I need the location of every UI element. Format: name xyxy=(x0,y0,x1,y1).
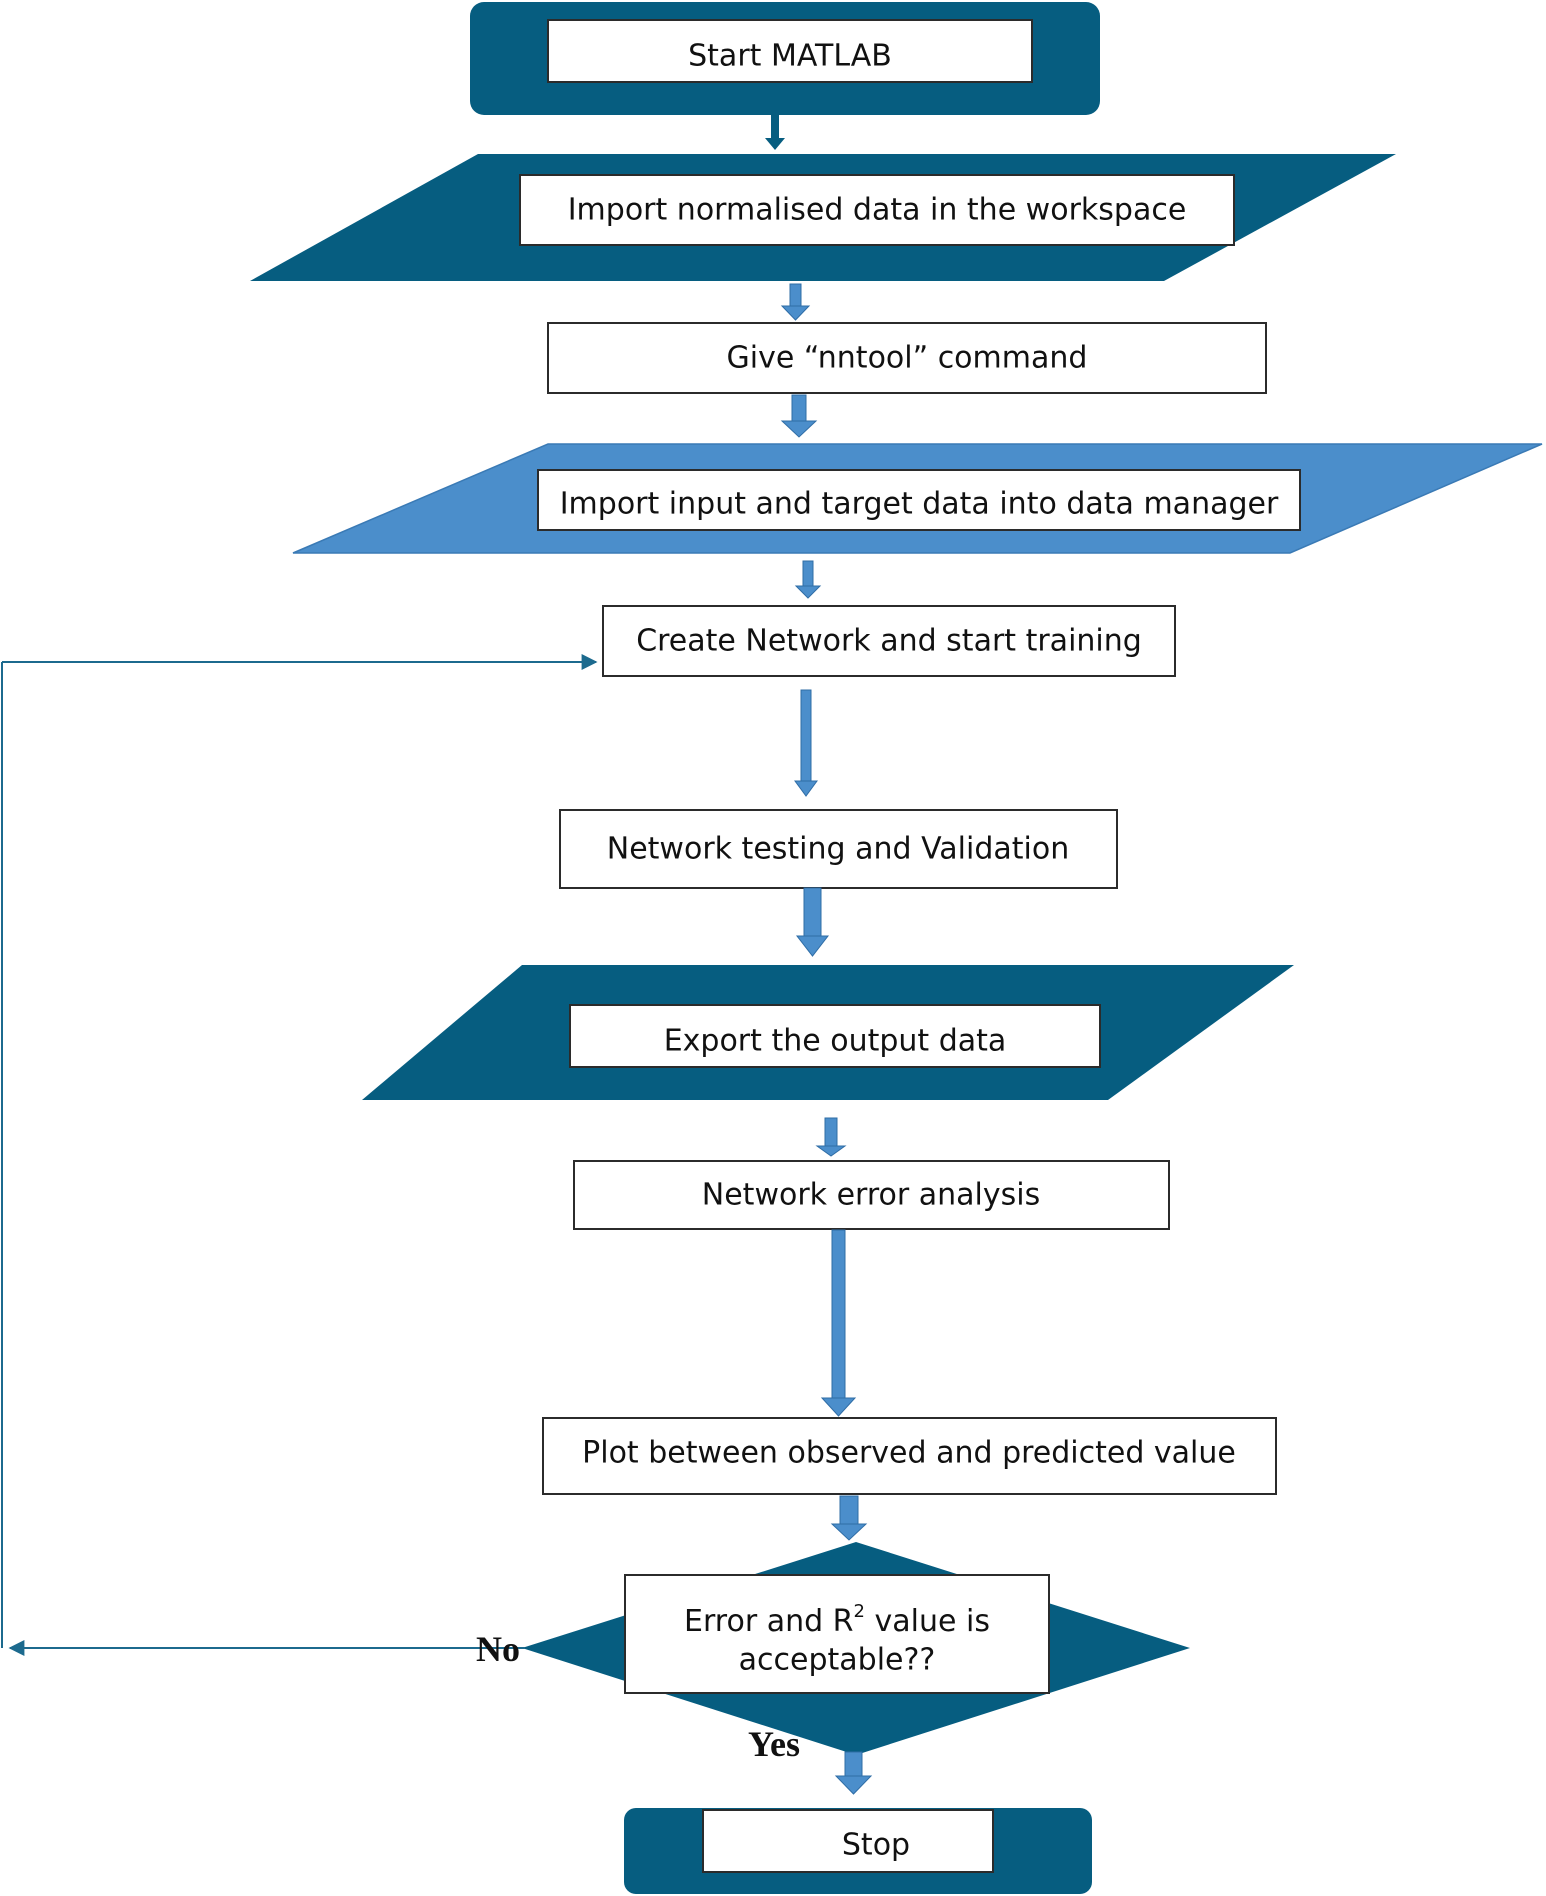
plot-node: Plot between observed and predicted valu… xyxy=(542,1417,1277,1495)
arrow-plot-to-decision xyxy=(830,1495,868,1541)
plot-label: Plot between observed and predicted valu… xyxy=(582,1436,1236,1471)
error-analysis-label: Network error analysis xyxy=(702,1178,1040,1213)
nntool-box xyxy=(547,322,1267,394)
export-label: Export the output data xyxy=(664,1024,1007,1059)
testing-label: Network testing and Validation xyxy=(607,832,1069,867)
import-workspace-label: Import normalised data in the workspace xyxy=(568,193,1187,228)
start-node: Start MATLAB xyxy=(470,2,1100,115)
arrow-export-to-error xyxy=(815,1117,847,1157)
stop-label-box xyxy=(702,1809,994,1873)
decision-line1-prefix: Error and R xyxy=(684,1604,853,1639)
import-workspace-box xyxy=(519,174,1235,246)
decision-node: Error and R2 value is acceptable?? xyxy=(522,1542,1190,1755)
decision-box xyxy=(624,1574,1050,1694)
testing-node: Network testing and Validation xyxy=(559,809,1118,889)
testing-box xyxy=(559,809,1118,889)
create-network-label: Create Network and start training xyxy=(636,624,1142,659)
decision-label-line2: acceptable?? xyxy=(739,1643,936,1678)
import-manager-node: Import input and target data into data m… xyxy=(292,443,1543,554)
create-network-box xyxy=(602,605,1176,677)
arrow-nntool-to-manager xyxy=(780,394,818,438)
export-box xyxy=(569,1004,1101,1068)
export-node: Export the output data xyxy=(362,965,1294,1100)
create-network-node: Create Network and start training xyxy=(602,605,1176,677)
plot-box xyxy=(542,1417,1277,1495)
arrow-start-to-import xyxy=(765,115,785,150)
arrow-error-to-plot xyxy=(820,1229,857,1417)
decision-label-line1: Error and R2 value is xyxy=(684,1601,990,1639)
error-analysis-node: Network error analysis xyxy=(573,1160,1170,1230)
start-label: Start MATLAB xyxy=(688,39,892,74)
import-manager-box xyxy=(537,469,1301,531)
decision-line1-suffix: value is xyxy=(865,1604,990,1639)
stop-node: Stop xyxy=(624,1808,1092,1894)
arrow-create-to-testing xyxy=(794,689,818,797)
yes-label: Yes xyxy=(748,1724,800,1764)
nntool-label: Give “nntool” command xyxy=(727,341,1088,376)
arrow-decision-to-stop xyxy=(834,1751,873,1795)
arrow-import-to-nntool xyxy=(780,283,811,321)
decision-line1-superscript: 2 xyxy=(854,1601,865,1622)
nntool-node: Give “nntool” command xyxy=(547,322,1267,394)
arrow-manager-to-create xyxy=(794,560,822,599)
no-branch-connector xyxy=(1,654,598,1656)
no-label: No xyxy=(476,1629,520,1669)
import-manager-label: Import input and target data into data m… xyxy=(560,487,1279,522)
arrow-testing-to-export xyxy=(795,887,830,957)
import-workspace-node: Import normalised data in the workspace xyxy=(250,154,1396,281)
stop-label: Stop xyxy=(842,1828,910,1863)
error-analysis-box xyxy=(573,1160,1170,1230)
start-label-box xyxy=(547,19,1033,83)
